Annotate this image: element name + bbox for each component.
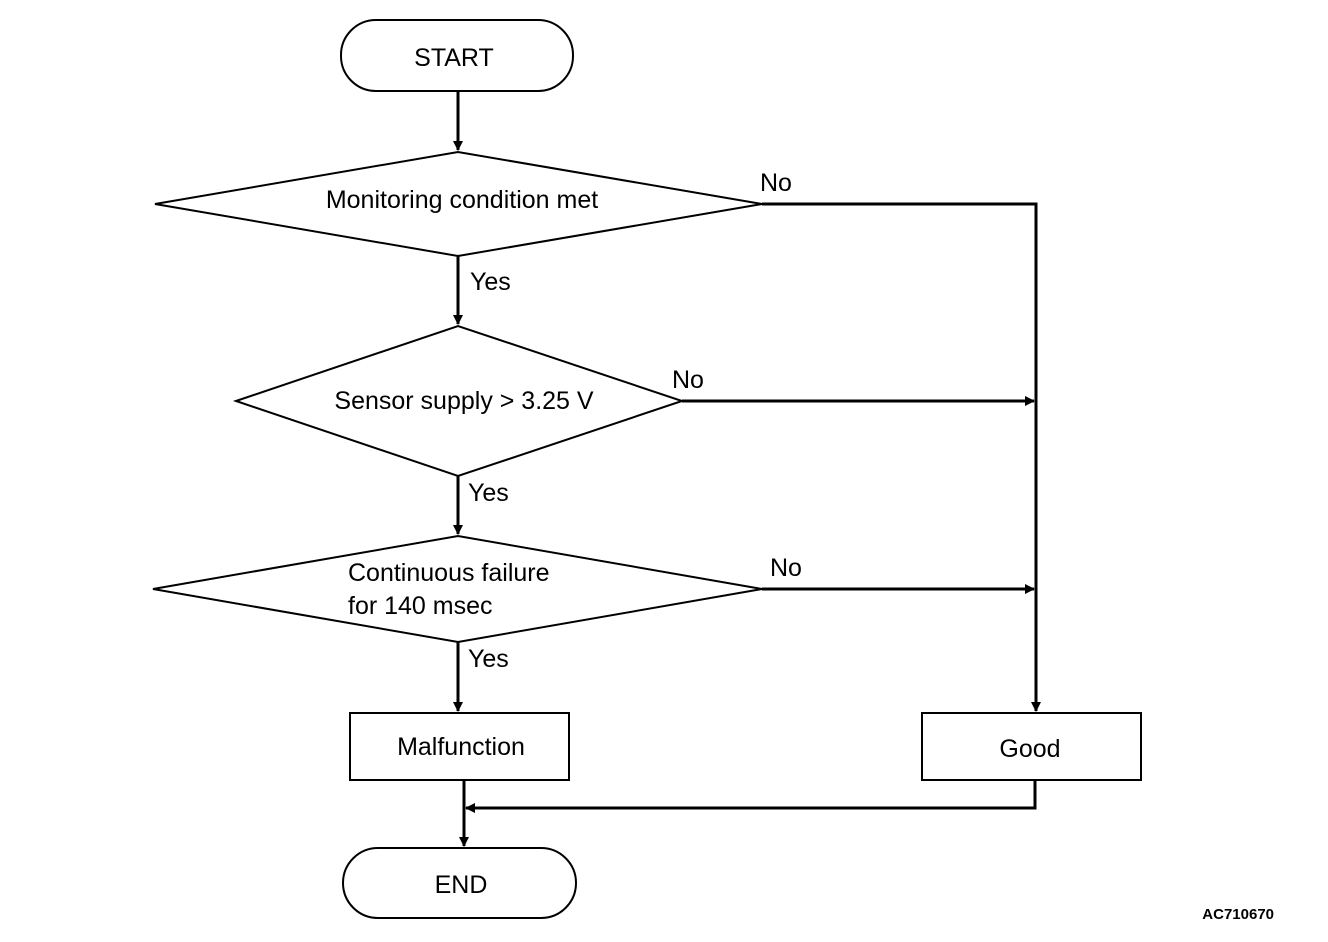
no-label-2: No: [672, 366, 704, 394]
decision-sensor-supply-label: Sensor supply > 3.25 V: [334, 387, 594, 415]
no-label-3: No: [770, 554, 802, 582]
end-terminal: [342, 847, 577, 919]
decision-monitoring-condition-label: Monitoring condition met: [326, 186, 598, 214]
start-label: START: [414, 44, 494, 72]
yes-label-3: Yes: [468, 645, 509, 673]
figure-code: AC710670: [1202, 906, 1274, 923]
edge-decision1-no: [762, 202, 1041, 712]
malfunction-box: [349, 712, 570, 781]
yes-label-2: Yes: [468, 479, 509, 507]
no-label-1: No: [760, 169, 792, 197]
good-box: [921, 712, 1142, 781]
end-label: END: [435, 871, 488, 899]
yes-label-1: Yes: [470, 268, 511, 296]
decision-continuous-failure-label-line1: Continuous failure: [348, 559, 550, 587]
malfunction-label: Malfunction: [397, 733, 525, 761]
decision-continuous-failure-label-line2: for 140 msec: [348, 592, 493, 620]
decision-continuous-failure: [152, 534, 763, 644]
edge-good-to-end: [465, 780, 1037, 813]
good-label: Good: [999, 735, 1060, 763]
